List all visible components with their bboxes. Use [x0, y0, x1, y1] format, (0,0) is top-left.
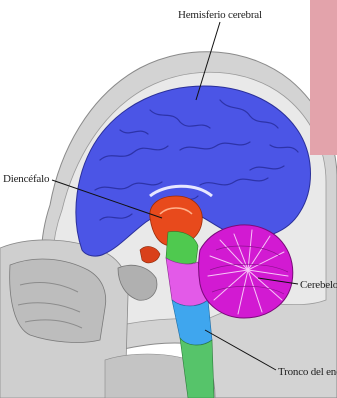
cerebellum	[199, 225, 293, 318]
label-tronco-del-encefalo: Tronco del enc	[278, 366, 337, 378]
label-cerebelo: Cerebelo	[300, 279, 337, 291]
pink-accent-box	[310, 0, 337, 155]
label-hemisferio-cerebral: Hemisferio cerebral	[178, 9, 262, 21]
label-diencefalo: Diencéfalo	[3, 173, 49, 185]
